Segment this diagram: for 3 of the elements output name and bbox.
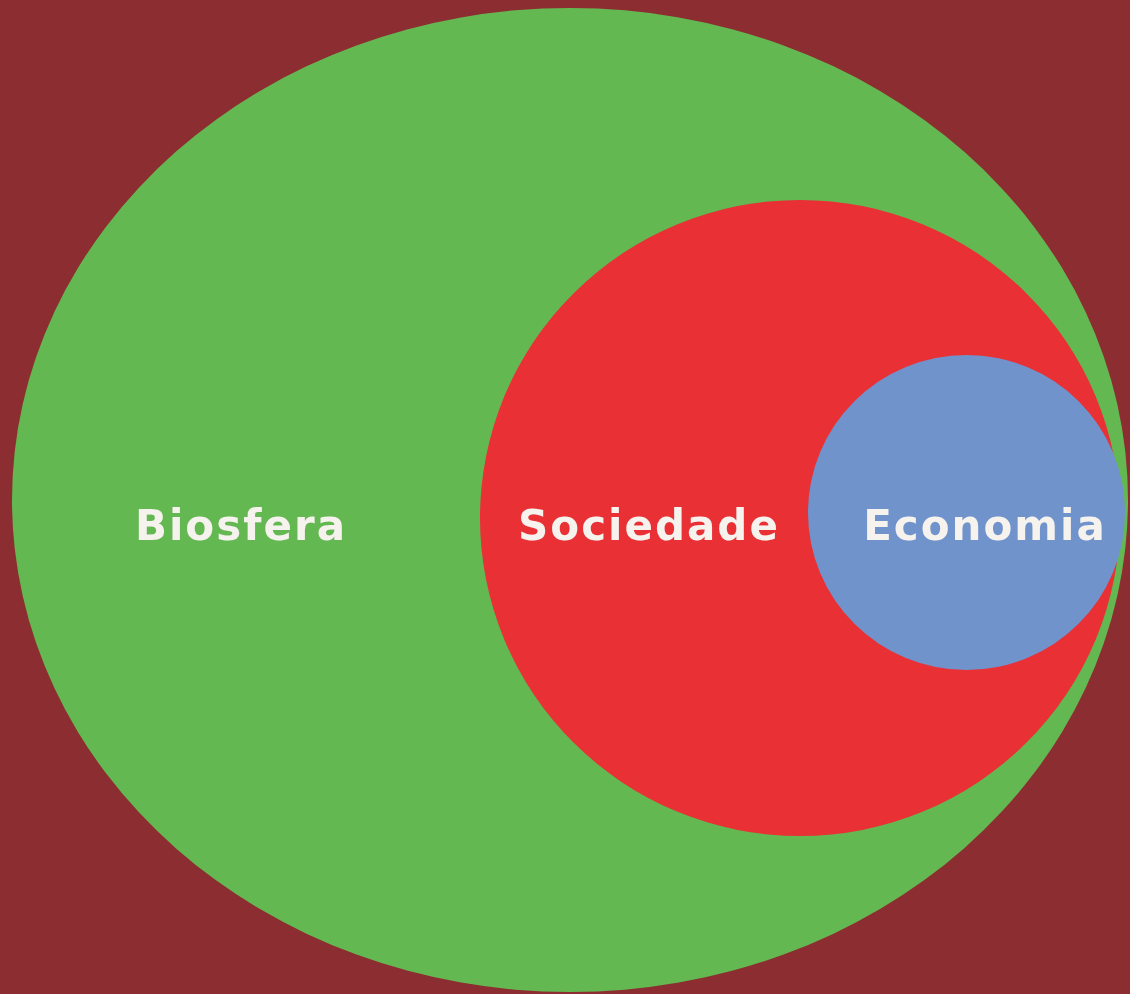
region-label: Sociedade [518, 500, 780, 550]
region-label: Economia [863, 500, 1107, 550]
region-label: Biosfera [134, 500, 348, 550]
